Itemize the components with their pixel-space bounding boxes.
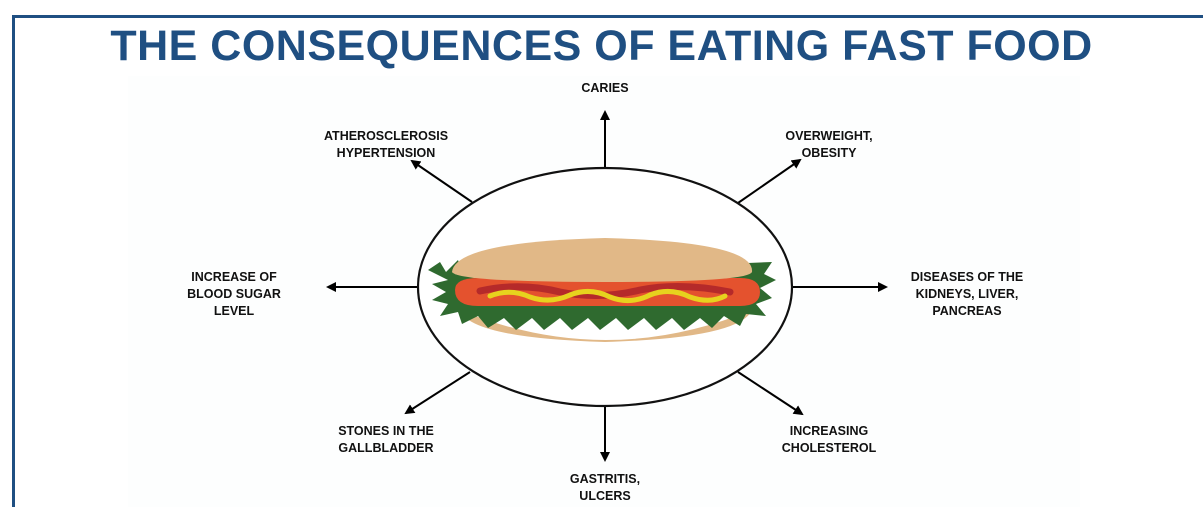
label-gallbladder-stones: STONES IN THE GALLBLADDER <box>286 423 486 457</box>
label-overweight-obesity: OVERWEIGHT, OBESITY <box>729 128 929 162</box>
arrow-bottom-left <box>406 372 470 413</box>
label-increasing-cholesterol: INCREASING CHOLESTEROL <box>729 423 929 457</box>
arrow-bottom-right <box>738 372 802 414</box>
arrow-top-left <box>412 161 472 202</box>
label-atherosclerosis-hypertension: ATHEROSCLEROSIS HYPERTENSION <box>286 128 486 162</box>
label-blood-sugar: INCREASE OF BLOOD SUGAR LEVEL <box>134 269 334 320</box>
arrow-top-right <box>738 160 800 203</box>
label-gastritis-ulcers: GASTRITIS, ULCERS <box>505 471 705 505</box>
label-kidneys-liver-pancreas: DISEASES OF THE KIDNEYS, LIVER, PANCREAS <box>867 269 1067 320</box>
label-caries: CARIES <box>505 80 705 97</box>
